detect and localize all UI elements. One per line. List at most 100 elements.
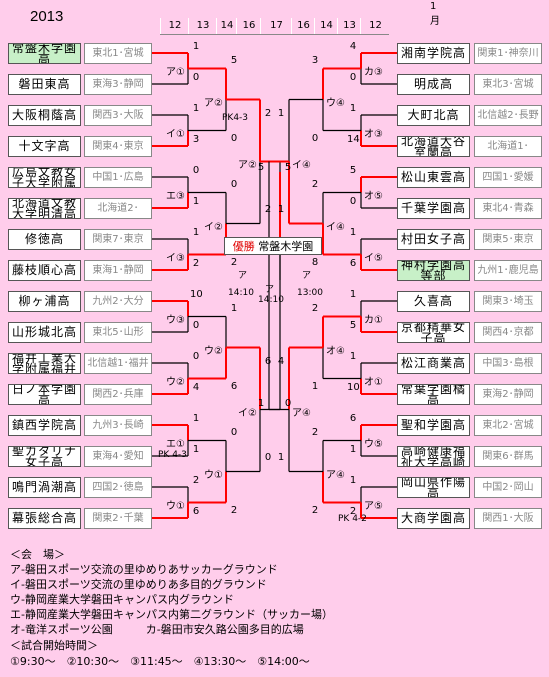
score: 0 [192, 351, 200, 362]
left-team-10: 山形城北高 [8, 322, 81, 343]
score: 0 [230, 426, 238, 438]
match-venue-label: ア④ [326, 469, 345, 481]
score: 6 [264, 355, 272, 367]
left-team-4: 十文字高 [8, 136, 81, 157]
left-team-region: 東海3･静岡 [84, 74, 152, 95]
match-venue-label: ウ① [204, 469, 223, 481]
score: 2 [264, 107, 272, 119]
right-team-2: 明成高 [397, 74, 470, 95]
right-team-region: 中国3･島根 [474, 353, 542, 374]
left-team-6: 北海道文教大学明清高 [8, 198, 81, 219]
left-team-region: 四国2･徳島 [84, 477, 152, 498]
score: 1 [192, 103, 200, 114]
month-label: 1月 [430, 1, 440, 27]
score: 10 [190, 289, 203, 300]
right-team-1: 湘南学院高 [397, 43, 470, 64]
score: 10 [347, 382, 360, 393]
score: 5 [284, 161, 292, 173]
venue-line-2: イ-磐田スポーツ交流の里ゆめりあ多目的グラウンド [10, 578, 267, 591]
left-team-region: 九州2･大分 [84, 291, 152, 312]
score: 2 [192, 475, 200, 486]
date-cell: 13 [188, 18, 217, 34]
score: 5 [349, 320, 357, 331]
right-team-region: 関西4･京都 [474, 322, 542, 343]
right-team-region: 四国1･愛媛 [474, 167, 542, 188]
right-team-region: 東北3･宮城 [474, 74, 542, 95]
score: 6 [192, 506, 200, 517]
left-team-region: 関西3･大阪 [84, 105, 152, 126]
right-team-region: 東北2･宮城 [474, 415, 542, 436]
score: 1 [311, 380, 319, 392]
score: 2 [192, 258, 200, 269]
score: 2 [311, 178, 319, 190]
match-venue-label: カ① [364, 314, 383, 326]
left-team-region: 東海1･静岡 [84, 260, 152, 281]
date-cell: 16 [291, 18, 315, 34]
left-team-12: 日ノ本学園高 [8, 384, 81, 405]
right-team-region: 関東5･東京 [474, 229, 542, 250]
match-venue-label: ウ① [166, 500, 185, 512]
match-venue-label: ア② [204, 97, 223, 109]
pk-note-2: PK 4-3 [158, 450, 187, 460]
left-team-region: 九州3･長崎 [84, 415, 152, 436]
final-time: 14:10 [258, 295, 284, 305]
score: 0 [349, 72, 357, 83]
left-team-13: 鎮西学院高 [8, 415, 81, 436]
score: 2 [230, 256, 238, 268]
score: 1 [277, 107, 285, 119]
match-venue-label: イ⑤ [364, 252, 383, 264]
right-team-region: 東北4･青森 [474, 198, 542, 219]
match-venue-label: ウ④ [326, 97, 345, 109]
score: 2 [311, 426, 319, 438]
right-team-region: 関東6･群馬 [474, 446, 542, 467]
right-team-4: 北海道大谷室蘭高 [397, 136, 470, 157]
score: 1 [349, 444, 357, 455]
left-team-region: 東北1･宮城 [84, 43, 152, 64]
date-cell: 13 [337, 18, 361, 34]
right-team-10: 京都精華女子高 [397, 322, 470, 343]
score: 0 [192, 320, 200, 331]
champion-name: 常盤木学園 [258, 240, 314, 253]
score: 0 [192, 165, 200, 176]
semi-left-venue: ア [238, 271, 248, 281]
right-team-region: 北海道1･ [474, 136, 542, 157]
score: 4 [277, 355, 285, 367]
score: 1 [192, 227, 200, 238]
score: 0 [264, 451, 272, 463]
match-venue-label: イ① [166, 128, 185, 140]
right-team-9: 久喜高 [397, 291, 470, 312]
match-venue-label: イ④ [326, 221, 345, 233]
match-venue-label: ウ② [204, 345, 223, 357]
champion-box: 優勝 常盤木学園 [224, 237, 322, 255]
score: 4 [349, 41, 357, 52]
score: 1 [349, 227, 357, 238]
match-venue-label: ウ⑤ [364, 438, 383, 450]
score: 0 [311, 132, 319, 144]
score: 3 [192, 134, 200, 145]
match-venue-label: ウ② [166, 376, 185, 388]
right-team-12: 常葉学園橘高 [397, 384, 470, 405]
score: 5 [230, 54, 238, 66]
score: 1 [192, 196, 200, 207]
match-venue-label: ア② [238, 159, 257, 171]
score: 0 [284, 397, 292, 409]
score: 14 [347, 134, 360, 145]
match-venue-label: オ④ [326, 345, 345, 357]
left-team-region: 中国1･広島 [84, 167, 152, 188]
left-team-region: 北信越1･福井 [84, 353, 152, 374]
right-team-13: 聖和学園高 [397, 415, 470, 436]
score: 1 [277, 203, 285, 215]
match-venue-label: イ② [238, 407, 257, 419]
match-venue-label: エ① [166, 438, 185, 450]
match-venue-label: オ① [364, 376, 383, 388]
score: 2 [264, 203, 272, 215]
score: 6 [349, 258, 357, 269]
score: 2 [349, 506, 357, 517]
left-team-1: 常盤木学園高 [8, 43, 81, 64]
score: 1 [230, 302, 238, 314]
match-venue-label: ウ③ [166, 314, 185, 326]
info-panel: ＜会 場＞ ア-磐田スポーツ交流の里ゆめりあサッカーグラウンド イ-磐田スポーツ… [0, 541, 549, 677]
match-venue-label: ア① [166, 66, 185, 78]
score: 5 [257, 161, 265, 173]
